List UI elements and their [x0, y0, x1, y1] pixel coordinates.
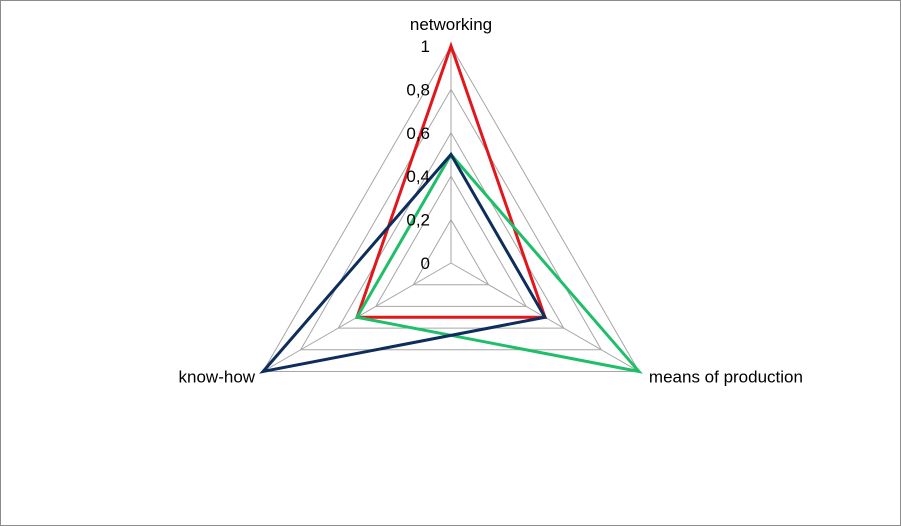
- grid-ring-4: [299, 88, 603, 351]
- grid-ring-3: [337, 131, 565, 329]
- axis-labels: networking means of production know-how: [179, 15, 803, 387]
- axis-label-networking: networking: [410, 15, 492, 34]
- tick-label: 1: [421, 37, 430, 56]
- series-line-0: [354, 41, 548, 319]
- tick-label: 0,2: [406, 211, 430, 230]
- grid-ring-1: [412, 218, 490, 286]
- grid-ring-2: [374, 175, 528, 307]
- radar-series: [259, 41, 643, 374]
- tick-label: 0: [421, 254, 430, 273]
- tick-label: 0,4: [406, 167, 430, 186]
- radar-grid: [262, 44, 640, 372]
- axis-label-know-how: know-how: [179, 368, 256, 387]
- radial-tick-labels: 0 0,2 0,4 0,6 0,8 1: [406, 37, 430, 273]
- axis-label-means-of-production: means of production: [649, 368, 803, 387]
- series-line-1: [354, 151, 643, 374]
- series-line-2: [259, 151, 548, 374]
- tick-label: 0,6: [406, 124, 430, 143]
- grid-ring-5: [262, 44, 640, 372]
- tick-label: 0,8: [406, 80, 430, 99]
